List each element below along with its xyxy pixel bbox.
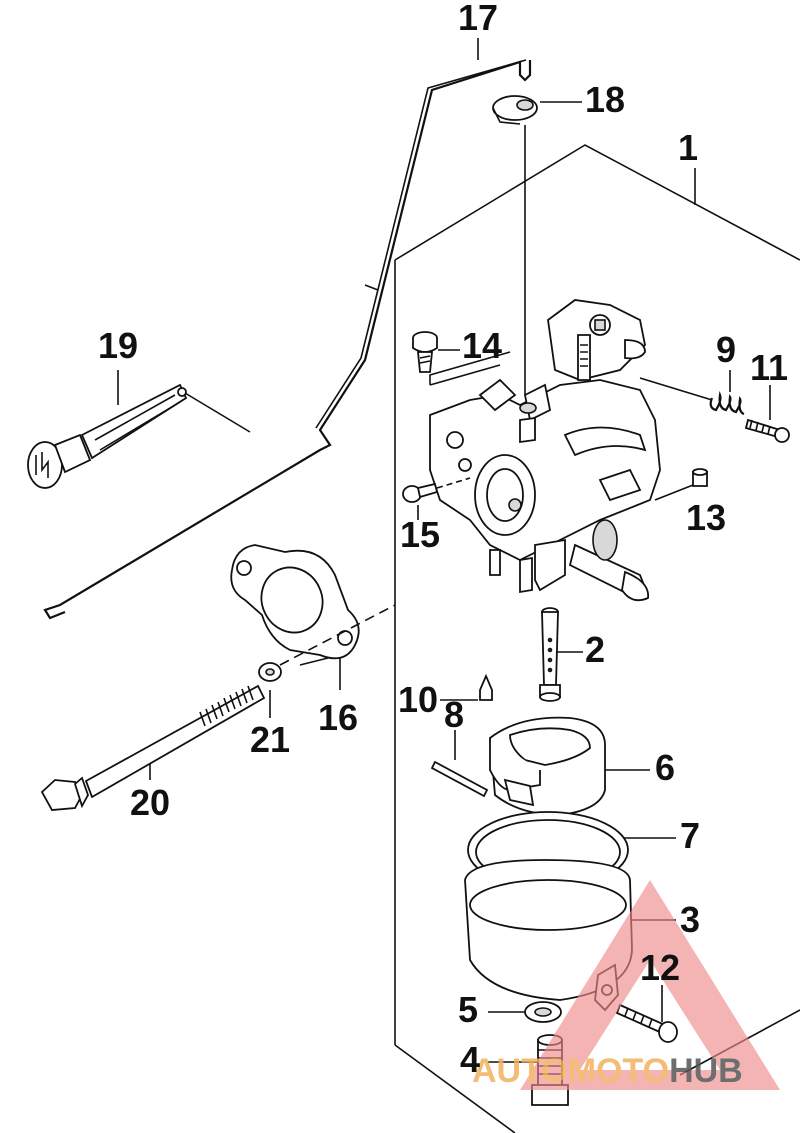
callout-8: 8 (444, 694, 464, 735)
main-nozzle (539, 607, 561, 702)
callout-5: 5 (458, 989, 478, 1030)
callout-12: 12 (640, 947, 680, 988)
rod-clip (492, 95, 538, 395)
choke-rod (43, 59, 532, 620)
callout-11: 11 (750, 347, 788, 388)
bowl-washer (524, 1001, 562, 1023)
choke-knob (27, 383, 188, 489)
throttle-stop-screw (744, 418, 790, 443)
float (489, 716, 606, 816)
callout-13: 13 (686, 497, 726, 538)
callout-20: 20 (130, 782, 170, 823)
callout-3: 3 (680, 899, 700, 940)
carburetor-body (429, 299, 661, 602)
callout-2: 2 (585, 629, 605, 670)
watermark-text-hub: HUB (669, 1052, 743, 1090)
callout-9: 9 (716, 329, 736, 370)
callout-16: 16 (318, 697, 358, 738)
callout-17: 17 (458, 0, 498, 38)
watermark-triangle-logo (520, 880, 780, 1090)
callout-7: 7 (680, 815, 700, 856)
watermark: AUTOMOTOHUB (472, 880, 780, 1090)
callout-15: 15 (400, 514, 440, 555)
callout-14: 14 (462, 325, 502, 366)
callout-19: 19 (98, 325, 138, 366)
callout-21: 21 (250, 719, 290, 760)
small-screw (402, 477, 471, 503)
small-plug (692, 468, 708, 487)
float-pin (430, 760, 489, 798)
callout-1: 1 (678, 127, 698, 168)
bolt-threads (199, 685, 254, 727)
callout-4: 4 (460, 1039, 480, 1080)
bowl-screw (615, 1003, 678, 1043)
pilot-screw (412, 331, 438, 373)
watermark-text-automoto: AUTOMOTO (472, 1052, 669, 1090)
assembly-frame (394, 144, 800, 1133)
callout-10: 10 (398, 679, 438, 720)
callout-6: 6 (655, 747, 675, 788)
svg-text:AUTOMOTOHUB: AUTOMOTOHUB (472, 1052, 743, 1090)
spring (709, 390, 745, 416)
callout-labels: 1 2 3 4 5 6 7 8 9 10 11 12 13 14 15 16 1… (98, 0, 788, 1080)
leader-lines (117, 38, 771, 1063)
callout-18: 18 (585, 79, 625, 120)
float-needle (479, 673, 493, 701)
long-bolt (40, 604, 396, 811)
washer (258, 662, 282, 682)
gasket (230, 544, 360, 660)
